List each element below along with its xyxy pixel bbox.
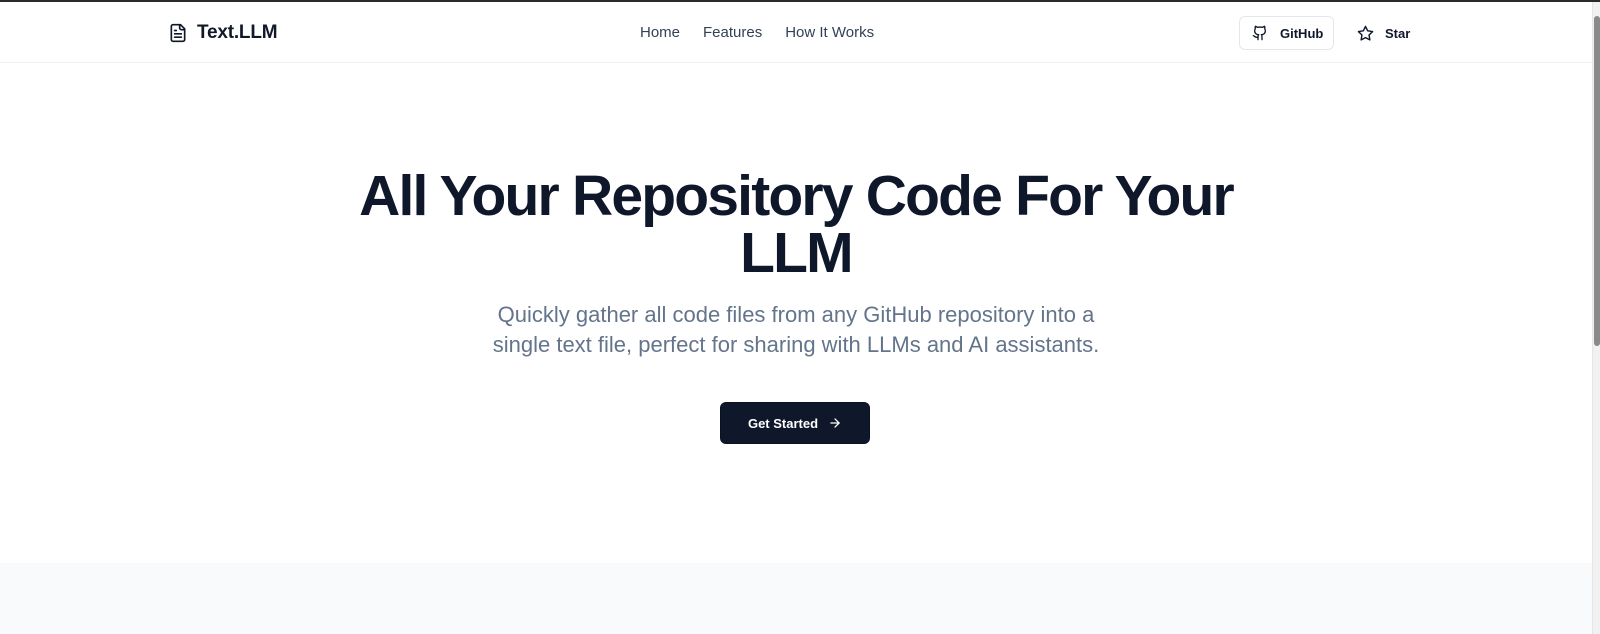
scrollbar-thumb[interactable]: [1594, 16, 1600, 346]
hero-title-line-2: LLM: [740, 221, 854, 285]
hero-subtitle: Quickly gather all code files from any G…: [0, 300, 1592, 360]
star-icon: [1357, 25, 1374, 41]
star-button-label: Star: [1385, 25, 1411, 41]
arrow-right-icon: [830, 418, 840, 428]
star-button[interactable]: Star: [1357, 16, 1410, 50]
hero-subtitle-line-2: single text file, perfect for sharing wi…: [492, 332, 1100, 357]
hero-title-line-1: All Your Repository Code For Your: [359, 164, 1235, 228]
site-header: Text.LLM Home Features How It Works GitH…: [0, 2, 1592, 63]
page-scrollbar[interactable]: [1592, 2, 1600, 634]
github-button-label: GitHub: [1280, 25, 1324, 41]
get-started-button[interactable]: Get Started: [720, 402, 870, 444]
file-text-icon: [170, 23, 186, 43]
hero-title: All Your Repository Code For Your LLM: [0, 168, 1592, 282]
brand-link[interactable]: Text.LLM: [168, 21, 278, 45]
nav-link-features[interactable]: Features: [703, 24, 763, 41]
brand-name: Text.LLM: [197, 22, 278, 43]
nav-link-home[interactable]: Home: [640, 24, 681, 41]
github-button[interactable]: GitHub: [1239, 16, 1334, 50]
features-section-top: [0, 563, 1592, 634]
github-icon: [1252, 25, 1267, 41]
get-started-label: Get Started: [747, 415, 819, 431]
hero-section: All Your Repository Code For Your LLM Qu…: [0, 63, 1592, 563]
main-nav: Home Features How It Works: [640, 24, 874, 42]
hero-subtitle-line-1: Quickly gather all code files from any G…: [497, 302, 1095, 327]
nav-link-how-it-works[interactable]: How It Works: [785, 24, 875, 41]
